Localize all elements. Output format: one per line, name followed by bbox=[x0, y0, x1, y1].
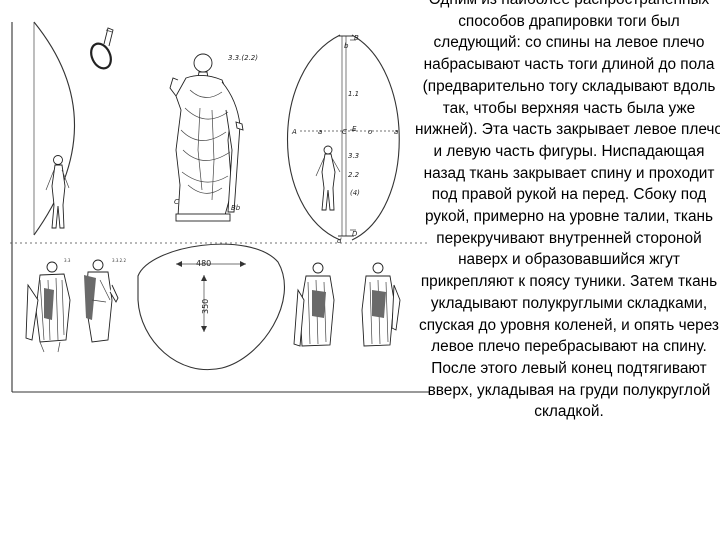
statue-label: 3.3.(2.2) bbox=[228, 54, 258, 62]
draped-figures-pair: 3.3 3.3.2.2 bbox=[25, 258, 126, 353]
oval-letter-a-left: a bbox=[318, 128, 322, 136]
oval-measure-1: 1.1 bbox=[348, 90, 359, 98]
oval-letter-B: B bbox=[354, 34, 359, 42]
oval-letter-C: C bbox=[342, 128, 347, 136]
toga-draping-diagram: 3.3.(2.2) C Bb b B A a C E o a D d 1.1 3… bbox=[10, 21, 430, 393]
oval-left-curve bbox=[286, 34, 341, 241]
draped-figures-right bbox=[293, 262, 401, 347]
oval-letter-A: A bbox=[291, 128, 297, 136]
oval-letter-a-right: a bbox=[394, 128, 398, 136]
oval-letter-d: d bbox=[337, 237, 342, 245]
oval-letter-D: D bbox=[352, 230, 358, 238]
small-label-2: 3.3.2.2 bbox=[112, 258, 126, 263]
oval-letter-b: b bbox=[344, 42, 349, 50]
oval-right-curve bbox=[351, 34, 400, 241]
half-circle-panel bbox=[33, 21, 76, 236]
toga-pattern-shape: 480 350 bbox=[137, 243, 285, 371]
oval-measure-4: (4) bbox=[350, 189, 360, 197]
oval-measure-3: 2.2 bbox=[348, 171, 360, 179]
small-label-1: 3.3 bbox=[64, 258, 71, 263]
statue-letter-bb: Bb bbox=[231, 204, 241, 212]
pattern-height-label: 350 bbox=[201, 299, 210, 314]
pattern-width-label: 480 bbox=[196, 259, 211, 268]
pattern-outline bbox=[137, 243, 285, 371]
oval-letter-o: o bbox=[368, 128, 372, 136]
draping-description-text: Одним из наиболее распространенных спосо… bbox=[415, 0, 720, 421]
small-figure bbox=[45, 155, 70, 229]
statue-letter-c: C bbox=[174, 198, 179, 206]
oval-letter-E: E bbox=[352, 125, 357, 133]
half-circle-curve bbox=[33, 21, 76, 236]
toga-diagram-svg: 3.3.(2.2) C Bb b B A a C E o a D d 1.1 3… bbox=[10, 21, 430, 393]
ring-detail bbox=[90, 27, 114, 70]
oval-small-figure bbox=[315, 145, 341, 211]
statue-figure: 3.3.(2.2) C Bb bbox=[169, 53, 258, 222]
oval-pattern-panel: b B A a C E o a D d 1.1 3.3 2.2 (4) bbox=[286, 34, 400, 245]
oval-measure-2: 3.3 bbox=[348, 152, 359, 160]
